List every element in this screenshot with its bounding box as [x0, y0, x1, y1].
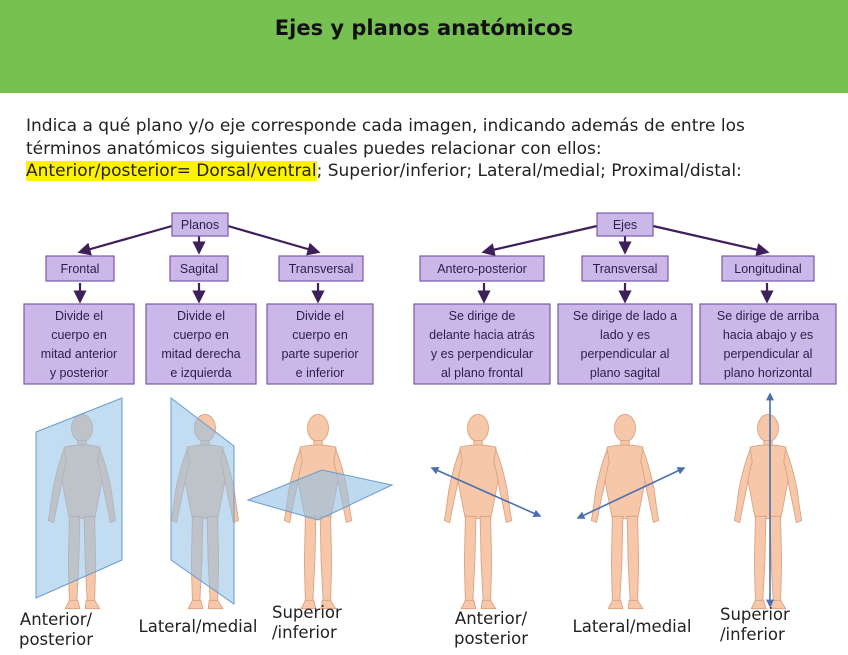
desc-line: cuerpo en [173, 328, 229, 342]
caption-longitudinal-axis: Superior /inferior [720, 605, 820, 645]
highlighted-term: Anterior/posterior= Dorsal/ventral [26, 161, 317, 181]
desc-line: Divide el [177, 309, 225, 323]
desc-line: lado y es [600, 328, 650, 342]
caption-transverse-plane: Superior /inferior [272, 603, 368, 643]
desc-line: e inferior [296, 366, 345, 380]
desc-line: y es perpendicular [431, 347, 533, 361]
caption-line: Anterior/ [19, 610, 93, 629]
title-banner: Ejes y planos anatómicos [0, 0, 848, 93]
desc-line: cuerpo en [51, 328, 107, 342]
desc-line: mitad anterior [41, 347, 117, 361]
desc-line: perpendicular al [581, 347, 670, 361]
caption-line: posterior [18, 630, 94, 649]
transverse-plane [246, 469, 394, 521]
plane-desc-sagital: Divide el cuerpo en mitad derecha e izqu… [145, 303, 257, 385]
transverse-plane-illustration [246, 413, 394, 610]
transverse-axis-arrow [576, 467, 686, 519]
page-title: Ejes y planos anatómicos [274, 16, 574, 40]
planes-root-label: Planos [181, 218, 219, 232]
caption-line: Anterior/ [454, 609, 528, 628]
desc-line: Divide el [55, 309, 103, 323]
plane-desc-frontal: Divide el cuerpo en mitad anterior y pos… [23, 303, 135, 385]
desc-line: al plano frontal [441, 366, 523, 380]
plane-node-label: Frontal [61, 262, 100, 276]
instructions-line-3: Anterior/posterior= Dorsal/ventral; Supe… [26, 160, 826, 183]
caption-transverse-axis: Lateral/medial [562, 617, 702, 637]
desc-line: hacia abajo y es [723, 328, 813, 342]
axis-node-label: Antero-posterior [437, 262, 527, 276]
transverse-axis-illustration [576, 413, 686, 610]
desc-line: parte superior [281, 347, 358, 361]
desc-line: cuerpo en [292, 328, 348, 342]
caption-line: Superior [720, 605, 790, 624]
desc-line: plano horizontal [724, 366, 812, 380]
axes-root-label: Ejes [613, 218, 637, 232]
planes-diagram: Planos Frontal Sagital Transversal Divid… [23, 212, 374, 385]
frontal-plane [35, 397, 123, 599]
other-terms: ; Superior/inferior; Lateral/medial; Pro… [316, 161, 742, 181]
desc-line: mitad derecha [161, 347, 240, 361]
caption-line: Lateral/medial [138, 617, 258, 636]
desc-line: Divide el [296, 309, 344, 323]
sagittal-plane-illustration [170, 396, 240, 610]
plane-node-sagital: Sagital [169, 255, 229, 282]
axis-desc-transversal: Se dirige de lado a lado y es perpendicu… [557, 303, 693, 385]
desc-line: y posterior [50, 366, 108, 380]
plane-node-frontal: Frontal [45, 255, 115, 282]
longitudinal-axis-illustration [733, 392, 803, 610]
caption-line: /inferior [272, 623, 337, 642]
anatomy-figure: Planos Frontal Sagital Transversal Divid… [23, 212, 837, 610]
caption-sagittal-plane: Lateral/medial [128, 617, 268, 637]
axis-node-antero-posterior: Antero-posterior [419, 255, 545, 282]
plane-node-label: Sagital [180, 262, 218, 276]
antero-posterior-axis-arrow [430, 466, 542, 518]
desc-line: Se dirige de lado a [573, 309, 677, 323]
plane-desc-transversal: Divide el cuerpo en parte superior e inf… [266, 303, 374, 385]
axes-root-node: Ejes [596, 212, 654, 237]
caption-antero-posterior-axis: Anterior/ posterior [441, 609, 541, 649]
frontal-plane-illustration [35, 397, 123, 610]
axis-node-label: Longitudinal [734, 262, 801, 276]
caption-line: posterior [453, 629, 529, 648]
desc-line: delante hacia atrás [429, 328, 535, 342]
antero-posterior-axis-illustration [430, 413, 542, 610]
caption-line: Superior [272, 603, 342, 622]
desc-line: perpendicular al [724, 347, 813, 361]
plane-node-transversal: Transversal [278, 255, 364, 282]
desc-line: Se dirige de arriba [717, 309, 819, 323]
caption-line: Lateral/medial [572, 617, 692, 636]
caption-line: /inferior [720, 625, 785, 644]
plane-node-label: Transversal [289, 262, 354, 276]
desc-line: Se dirige de [449, 309, 516, 323]
planes-root-node: Planos [171, 212, 229, 237]
instructions-line-1: Indica a qué plano y/o eje corresponde c… [26, 116, 745, 136]
axis-node-transversal: Transversal [581, 255, 669, 282]
instructions-line-2: términos anatómicos siguientes cuales pu… [26, 138, 602, 159]
caption-frontal-plane: Anterior/ posterior [6, 610, 106, 650]
axis-desc-antero-posterior: Se dirige de delante hacia atrás y es pe… [413, 303, 551, 385]
axis-node-label: Transversal [593, 262, 658, 276]
instructions-text: Indica a qué plano y/o eje corresponde c… [26, 115, 826, 183]
desc-line: e izquierda [170, 366, 231, 380]
desc-line: plano sagital [590, 366, 660, 380]
axis-node-longitudinal: Longitudinal [721, 255, 815, 282]
axis-desc-longitudinal: Se dirige de arriba hacia abajo y es per… [699, 303, 837, 385]
axes-diagram: Ejes Antero-posterior Transversal Longit… [413, 212, 837, 385]
sagittal-plane [170, 396, 235, 605]
